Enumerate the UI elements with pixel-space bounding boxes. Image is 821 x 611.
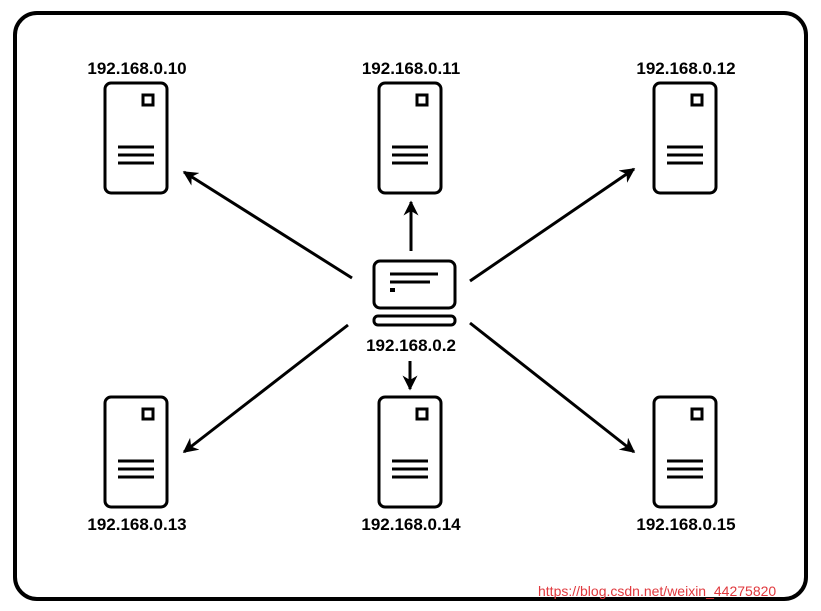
server-label: 192.168.0.10 xyxy=(87,59,186,78)
connection-arrows xyxy=(182,167,636,454)
server-node xyxy=(103,81,169,195)
client-node: 192.168.0.2 xyxy=(366,259,457,355)
server-icon xyxy=(652,395,718,509)
arrow-to-server-0 xyxy=(182,170,353,280)
server-icon xyxy=(103,395,169,509)
server-icon xyxy=(652,81,718,195)
server-label: 192.168.0.11 xyxy=(362,59,460,78)
arrow-to-server-5 xyxy=(469,321,636,454)
laptop-icon xyxy=(372,259,457,327)
server-node xyxy=(103,395,169,509)
server-node xyxy=(377,81,443,195)
server-node xyxy=(652,395,718,509)
server-icon xyxy=(377,81,443,195)
server-label: 192.168.0.15 xyxy=(636,515,735,534)
server-icon xyxy=(377,395,443,509)
server-node xyxy=(377,395,443,509)
arrow-to-server-3 xyxy=(182,323,349,454)
client-label: 192.168.0.2 xyxy=(366,336,456,355)
server-icon xyxy=(103,81,169,195)
arrow-to-server-2 xyxy=(469,167,636,283)
server-label: 192.168.0.14 xyxy=(361,515,461,534)
watermark: https://blog.csdn.net/weixin_44275820 xyxy=(538,583,777,599)
server-label: 192.168.0.12 xyxy=(636,59,735,78)
server-label: 192.168.0.13 xyxy=(87,515,186,534)
server-node xyxy=(652,81,718,195)
